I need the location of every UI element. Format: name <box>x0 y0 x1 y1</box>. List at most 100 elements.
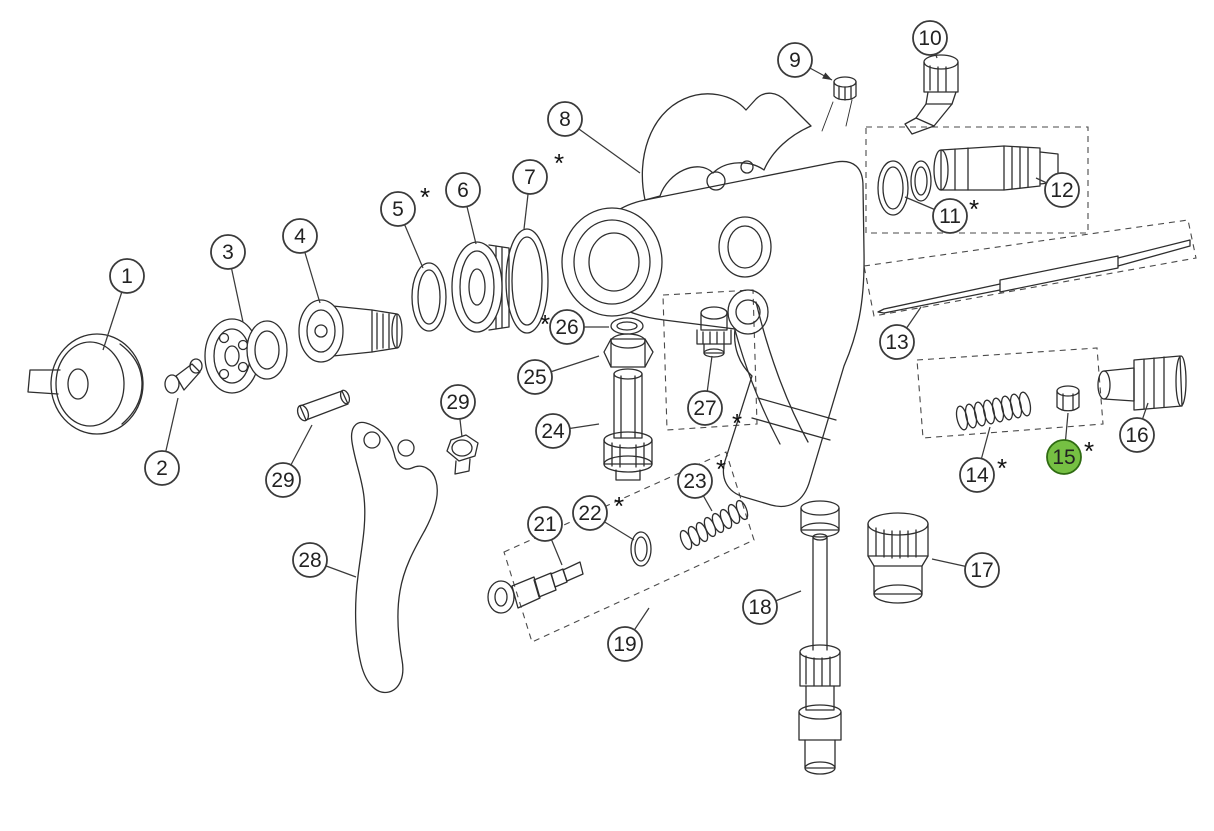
callout-bubble[interactable] <box>572 495 608 531</box>
asterisk-marker: * <box>732 408 742 438</box>
callout-bubble[interactable] <box>527 506 563 542</box>
callout-bubble[interactable] <box>959 457 995 493</box>
kit-box-14-15 <box>916 347 1104 439</box>
callout-16[interactable]: 16 <box>1119 402 1155 453</box>
part-4-nozzle <box>298 299 403 363</box>
callout-bubble[interactable] <box>1119 417 1155 453</box>
callout-bubble[interactable] <box>282 218 318 254</box>
callout-29[interactable]: 29 <box>440 384 476 438</box>
callout-4[interactable]: 4 <box>282 218 321 304</box>
part-26-gasket <box>610 317 644 335</box>
callout-bubble[interactable] <box>380 191 416 227</box>
callout-17[interactable]: 17 <box>931 552 1000 588</box>
callout-bubble[interactable] <box>292 542 328 578</box>
part-27-valve <box>696 306 732 358</box>
callout-bubble[interactable] <box>607 626 643 662</box>
callout-number: 16 <box>1125 424 1148 447</box>
callout-number: 29 <box>271 469 294 492</box>
kit-box-27 <box>662 289 758 431</box>
callout-28[interactable]: 28 <box>292 542 357 578</box>
callout-number: 1 <box>121 265 133 288</box>
spray-gun-artwork <box>27 54 1191 775</box>
part-25-nut <box>603 333 654 368</box>
part-21-valve-unit <box>487 561 584 614</box>
part-9-screw <box>833 76 857 101</box>
part-17-valve <box>867 512 929 604</box>
callout-bubble[interactable] <box>777 42 813 78</box>
callout-29[interactable]: 29 <box>265 424 313 498</box>
callout-bubble[interactable] <box>109 258 145 294</box>
callout-number: 9 <box>789 49 801 72</box>
part-12-valve-assembly <box>933 145 1059 191</box>
callout-bubble[interactable] <box>445 172 481 208</box>
callout-bubble[interactable] <box>512 159 548 195</box>
callout-10[interactable]: 10 <box>912 20 948 59</box>
callout-number: 10 <box>918 27 941 50</box>
callout-bubble[interactable] <box>549 309 585 345</box>
callout-number: 4 <box>294 225 306 248</box>
callout-bubble[interactable] <box>265 462 301 498</box>
callout-number: 11 <box>939 205 961 228</box>
callout-number: 23 <box>683 470 706 493</box>
callout-bubble[interactable] <box>964 552 1000 588</box>
callout-3[interactable]: 3 <box>210 234 246 323</box>
callout-bubble[interactable] <box>547 101 583 137</box>
callout-15-highlighted[interactable]: 15* <box>1046 412 1094 475</box>
callout-bubble[interactable] <box>879 324 915 360</box>
callout-number: 28 <box>298 549 321 572</box>
callout-26[interactable]: 26* <box>540 309 609 345</box>
part-18-stem <box>798 500 842 775</box>
callout-bubble[interactable] <box>1044 172 1080 208</box>
callout-bubble[interactable] <box>1046 439 1082 475</box>
part-15-seat <box>1056 385 1080 412</box>
callout-7[interactable]: 7* <box>512 148 564 230</box>
callout-bubble[interactable] <box>144 450 180 486</box>
callout-14[interactable]: 14* <box>959 426 1007 493</box>
callout-21[interactable]: 21 <box>527 506 563 566</box>
asterisk-marker: * <box>614 491 624 521</box>
callout-bubble[interactable] <box>517 359 553 395</box>
callout-bubble[interactable] <box>912 20 948 56</box>
callout-number: 22 <box>578 502 601 525</box>
part-1-air-cap <box>27 333 144 435</box>
callout-2[interactable]: 2 <box>144 397 180 486</box>
kit-box-19 <box>503 451 755 643</box>
callout-13[interactable]: 13 <box>879 306 922 360</box>
asterisk-marker: * <box>997 453 1007 483</box>
callout-23[interactable]: 23 * <box>677 454 726 512</box>
callout-6[interactable]: 6 <box>445 172 481 245</box>
callout-24[interactable]: 24 <box>535 413 600 449</box>
callout-number: 21 <box>533 513 556 536</box>
part-14-spring <box>955 391 1032 431</box>
asterisk-marker: * <box>716 454 726 484</box>
callout-bubble[interactable] <box>932 198 968 234</box>
callout-number: 17 <box>970 559 993 582</box>
callout-bubble[interactable] <box>677 463 713 499</box>
callout-number: 13 <box>885 331 908 354</box>
callout-number: 26 <box>555 316 578 339</box>
callout-9[interactable]: 9 <box>777 42 833 81</box>
callout-18[interactable]: 18 <box>742 589 802 625</box>
part-2-fluid-tip <box>164 358 203 394</box>
callout-27[interactable]: 27* <box>687 355 742 438</box>
part-23-spring <box>679 499 749 551</box>
kit-box-13 <box>863 219 1197 317</box>
callout-19[interactable]: 19 <box>607 607 650 662</box>
callout-bubble[interactable] <box>742 589 778 625</box>
callout-25[interactable]: 25 <box>517 355 600 395</box>
asterisk-marker: * <box>554 148 564 178</box>
callout-12[interactable]: 12 <box>1035 172 1080 208</box>
callout-number: 19 <box>613 633 636 656</box>
callout-bubble[interactable] <box>535 413 571 449</box>
callout-5[interactable]: 5* <box>380 182 430 269</box>
callout-bubble[interactable] <box>440 384 476 420</box>
callout-bubble[interactable] <box>687 390 723 426</box>
callout-number: 3 <box>222 241 234 264</box>
callout-11[interactable]: 11* <box>904 194 979 234</box>
callout-8[interactable]: 8 <box>547 101 641 174</box>
callout-1[interactable]: 1 <box>102 258 145 351</box>
asterisk-marker: * <box>540 309 550 339</box>
callout-22[interactable]: 22 * <box>572 491 635 541</box>
callout-bubble[interactable] <box>210 234 246 270</box>
